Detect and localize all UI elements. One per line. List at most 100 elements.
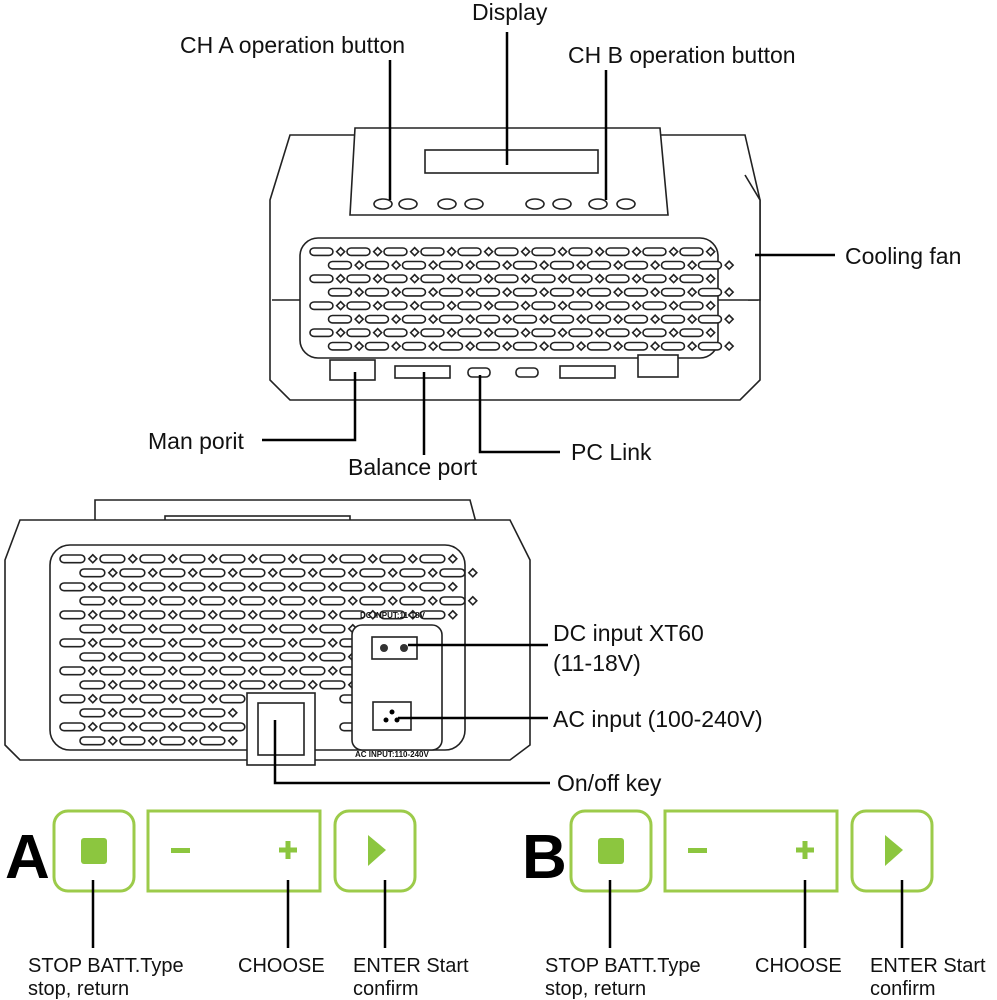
vent-hole: [483, 273, 494, 284]
vent-slot: [319, 624, 346, 634]
vent-slot: [99, 666, 126, 676]
play-icon: [368, 835, 386, 866]
vent-slot: [605, 247, 630, 257]
vent-slot: [279, 680, 306, 690]
balance-port-a: [394, 365, 451, 379]
vent-hole: [87, 637, 98, 648]
vent-hole: [465, 314, 476, 325]
vent-slot: [379, 610, 406, 620]
vent-hole: [705, 273, 716, 284]
vent-slot: [79, 624, 106, 634]
vent-hole: [687, 260, 698, 271]
vent-hole: [520, 273, 531, 284]
vent-hole: [724, 314, 735, 325]
label-cooling-fan: Cooling fan: [845, 243, 961, 269]
vent-hole: [539, 287, 550, 298]
vent-hole: [307, 567, 318, 578]
vent-hole: [576, 260, 587, 271]
vent-hole: [307, 623, 318, 634]
stop-sublabel: stop, return: [545, 978, 646, 1000]
vent-hole: [87, 553, 98, 564]
vent-slot: [199, 708, 226, 718]
vent-slot: [512, 341, 538, 351]
vent-slot: [549, 314, 575, 324]
vent-slot: [531, 274, 556, 284]
vent-slot: [586, 287, 612, 297]
vent-hole: [354, 260, 365, 271]
vent-hole: [557, 273, 568, 284]
vent-hole: [207, 721, 218, 732]
front-device: [269, 127, 761, 401]
vent-slot: [697, 314, 723, 324]
vent-hole: [372, 300, 383, 311]
vent-slot: [219, 582, 246, 592]
vent-hole: [631, 300, 642, 311]
panel-ac-label: AC INPUT:110-240V: [355, 750, 429, 759]
vent-hole: [287, 553, 298, 564]
vent-hole: [354, 341, 365, 352]
vent-slot: [59, 666, 86, 676]
vent-slot: [99, 554, 126, 564]
vent-slot: [420, 274, 445, 284]
vent-slot: [623, 260, 649, 270]
vent-slot: [219, 694, 246, 704]
vent-hole: [467, 595, 478, 606]
vent-hole: [447, 581, 458, 592]
vent-slot: [59, 722, 86, 732]
vent-hole: [427, 567, 438, 578]
label-ch-b-button: CH B operation button: [568, 42, 796, 68]
stop-label: STOP BATT.Type: [545, 955, 701, 977]
vent-slot: [299, 666, 326, 676]
vent-slot: [512, 260, 538, 270]
vent-slot: [139, 722, 166, 732]
vent-slot: [420, 328, 445, 338]
vent-slot: [99, 638, 126, 648]
channel-b-controls: B STOP BATT.Type stop, return CHOOSE ENT…: [522, 809, 986, 1000]
vent-slot: [159, 708, 186, 718]
vent-slot: [419, 582, 446, 592]
vent-slot: [438, 341, 464, 351]
vent-slot: [346, 328, 371, 338]
vent-slot: [623, 314, 649, 324]
vent-slot: [309, 274, 334, 284]
operation-button: [437, 198, 457, 210]
vent-slot: [642, 274, 667, 284]
vent-slot: [512, 287, 538, 297]
operation-button: [398, 198, 418, 210]
vent-hole: [465, 341, 476, 352]
vent-hole: [127, 637, 138, 648]
vent-slot: [420, 247, 445, 257]
vent-slot: [568, 274, 593, 284]
vent-slot: [401, 287, 427, 297]
vent-slot: [679, 247, 704, 257]
vent-slot: [199, 652, 226, 662]
vent-slot: [327, 341, 353, 351]
vent-slot: [346, 274, 371, 284]
vent-hole: [483, 327, 494, 338]
panel-dc-label: DC INPUT:11-18V: [360, 611, 426, 620]
vent-slot: [279, 624, 306, 634]
vent-slot: [199, 568, 226, 578]
vent-hole: [167, 637, 178, 648]
vent-hole: [107, 707, 118, 718]
vent-hole: [207, 553, 218, 564]
vent-hole: [187, 595, 198, 606]
vent-slot: [59, 582, 86, 592]
vent-hole: [87, 693, 98, 704]
vent-hole: [207, 693, 218, 704]
vent-hole: [327, 553, 338, 564]
vent-hole: [557, 300, 568, 311]
vent-hole: [227, 679, 238, 690]
vent-slot: [623, 287, 649, 297]
vent-slot: [159, 680, 186, 690]
vent-hole: [391, 314, 402, 325]
vent-hole: [127, 721, 138, 732]
vent-slot: [99, 610, 126, 620]
vent-slot: [259, 582, 286, 592]
vent-hole: [668, 273, 679, 284]
operation-button: [588, 198, 608, 210]
vent-slot: [99, 722, 126, 732]
vent-hole: [335, 300, 346, 311]
vent-hole: [483, 300, 494, 311]
vent-hole: [267, 651, 278, 662]
